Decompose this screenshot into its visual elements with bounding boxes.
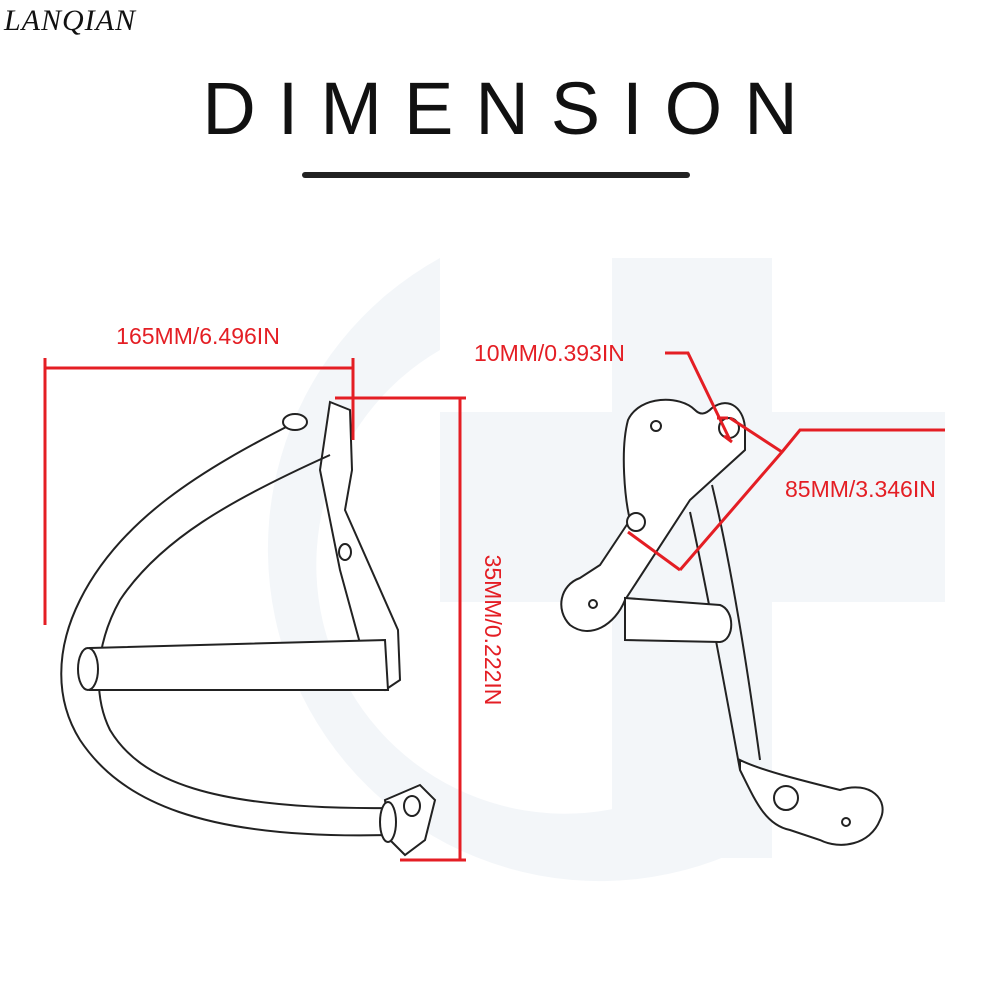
length-label: 85MM/3.346IN	[785, 476, 936, 502]
width-label: 165MM/6.496IN	[116, 323, 280, 349]
brand-logo: LANQIAN	[4, 4, 137, 37]
dimension-length: 85MM/3.346IN	[627, 416, 945, 572]
dimension-height: 35MM/0.222IN	[335, 396, 506, 862]
height-label: 35MM/0.222IN	[480, 555, 506, 706]
dimension-hole: 10MM/0.393IN	[474, 340, 733, 444]
page-title: DIMENSION	[202, 67, 820, 150]
title-underline	[302, 172, 690, 178]
bracket-side-view	[560, 398, 884, 846]
hole-label: 10MM/0.393IN	[474, 340, 625, 366]
crash-bar-front-view	[60, 400, 437, 857]
